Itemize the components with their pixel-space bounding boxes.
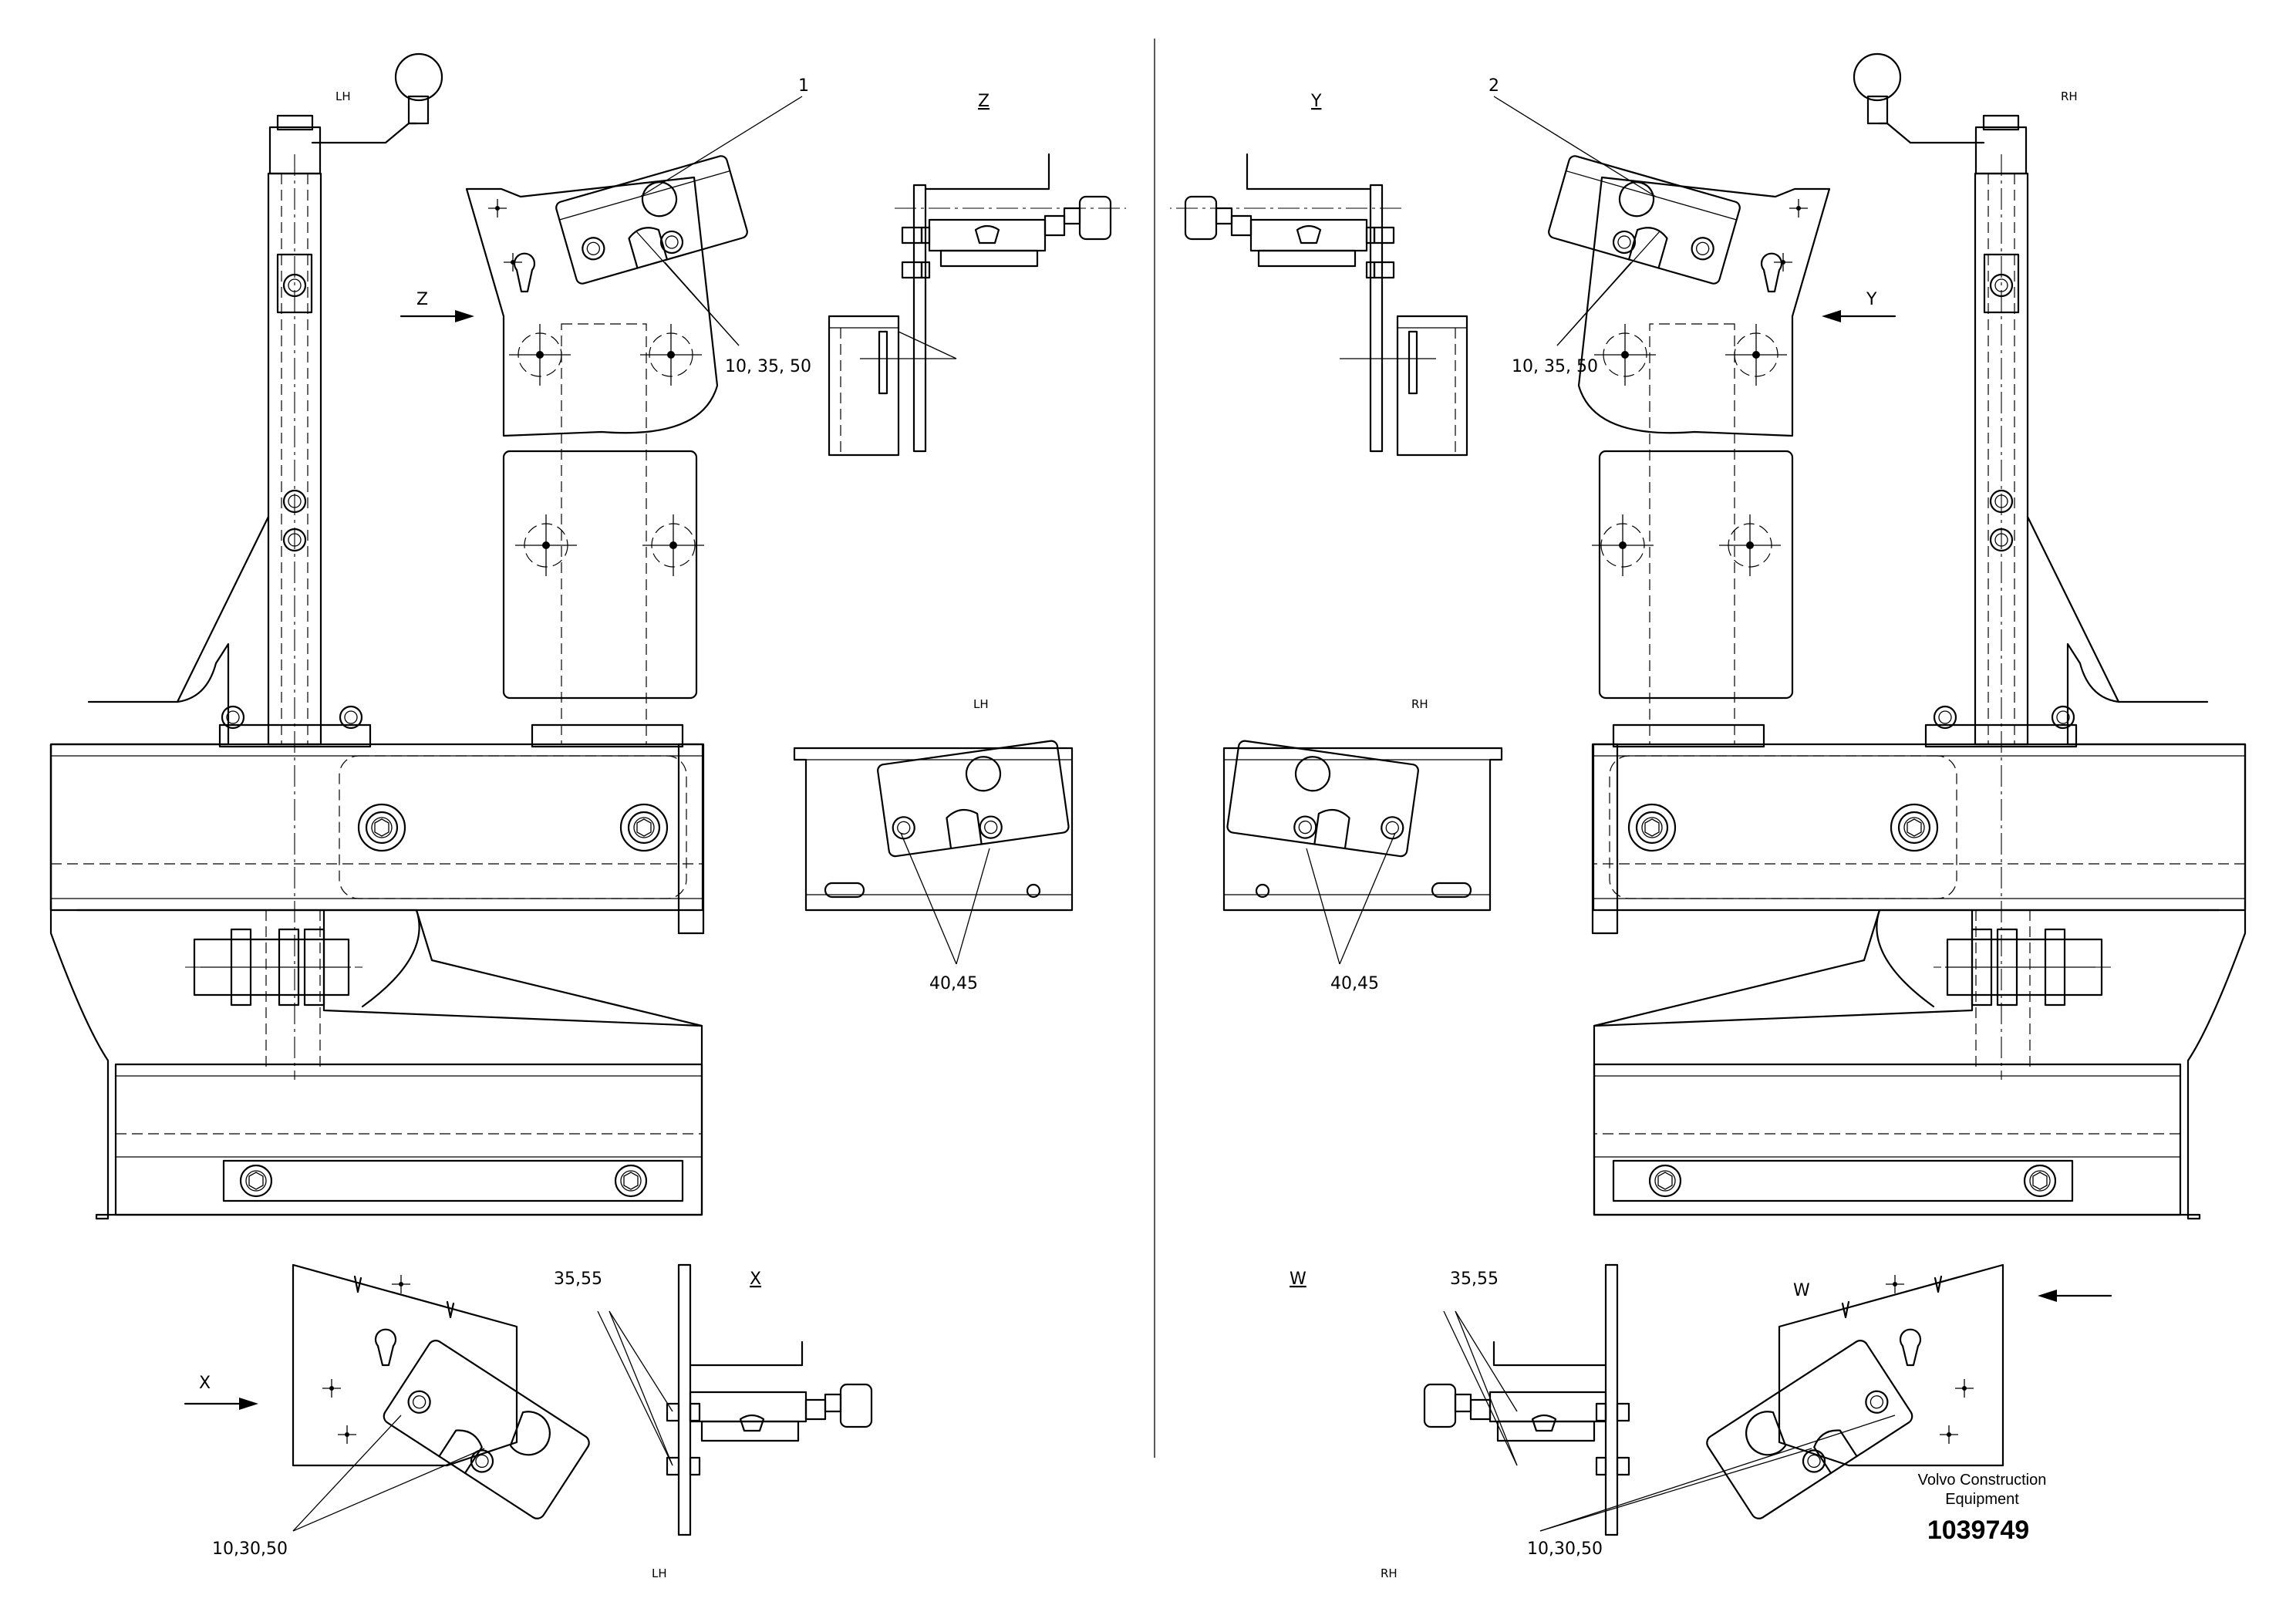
callout-2: 2 (1489, 76, 1499, 96)
parts-label-35-55-left: 35,55 (554, 1270, 602, 1289)
parts-label-10-30-50-left: 10,30,50 (212, 1539, 288, 1559)
parts-label-35-55-right: 35,55 (1450, 1270, 1499, 1289)
side-label-rh-top: RH (2061, 89, 2078, 103)
parts-label-40-45-right: 40,45 (1330, 974, 1379, 993)
view-w-detail (1423, 1263, 2112, 1536)
view-x-detail: 10,30,50 X X 35,55 (184, 1263, 873, 1559)
parts-label-10-35-50-left: 10, 35, 50 (725, 357, 811, 376)
view-arrow-x-label: X (199, 1374, 211, 1393)
side-label-lh-bottom: LH (652, 1566, 667, 1580)
view-arrow-z-label: Z (416, 290, 428, 309)
rh-lamp-front-view (1222, 740, 1503, 965)
title-block: Volvo Construction Equipment 1039749 (1918, 1472, 2047, 1545)
company-name-line1: Volvo Construction (1918, 1472, 2047, 1489)
parts-label-10-30-50-right: 10,30,50 (1527, 1539, 1603, 1559)
side-label-rh-bottom: RH (1381, 1566, 1397, 1580)
side-label-lh-top: LH (335, 89, 351, 103)
view-z-detail: Z (828, 92, 1126, 457)
left-main-view: 1 10, 35, 50 Z LH (49, 52, 811, 1220)
parts-label-10-35-50-right: 10, 35, 50 (1512, 357, 1598, 376)
view-x-title: X (750, 1270, 761, 1289)
view-arrow-y-label: Y (1866, 290, 1877, 309)
view-y-detail (1170, 153, 1468, 457)
callout-1: 1 (798, 76, 809, 96)
view-w-title: W (1290, 1270, 1306, 1289)
company-name-line2: Equipment (1945, 1491, 2019, 1508)
drawing-number: 1039749 (1927, 1516, 2029, 1545)
lh-lamp-front-view: LH 40,45 (793, 697, 1074, 993)
side-label-rh-mid: RH (1411, 697, 1428, 711)
parts-label-40-45-left: 40,45 (929, 974, 978, 993)
view-y-title: Y (1310, 92, 1322, 111)
right-main-view (1493, 52, 2247, 1220)
view-arrow-w-label: W (1793, 1281, 1810, 1300)
side-label-lh-mid: LH (973, 697, 989, 711)
view-z-title: Z (978, 92, 990, 111)
